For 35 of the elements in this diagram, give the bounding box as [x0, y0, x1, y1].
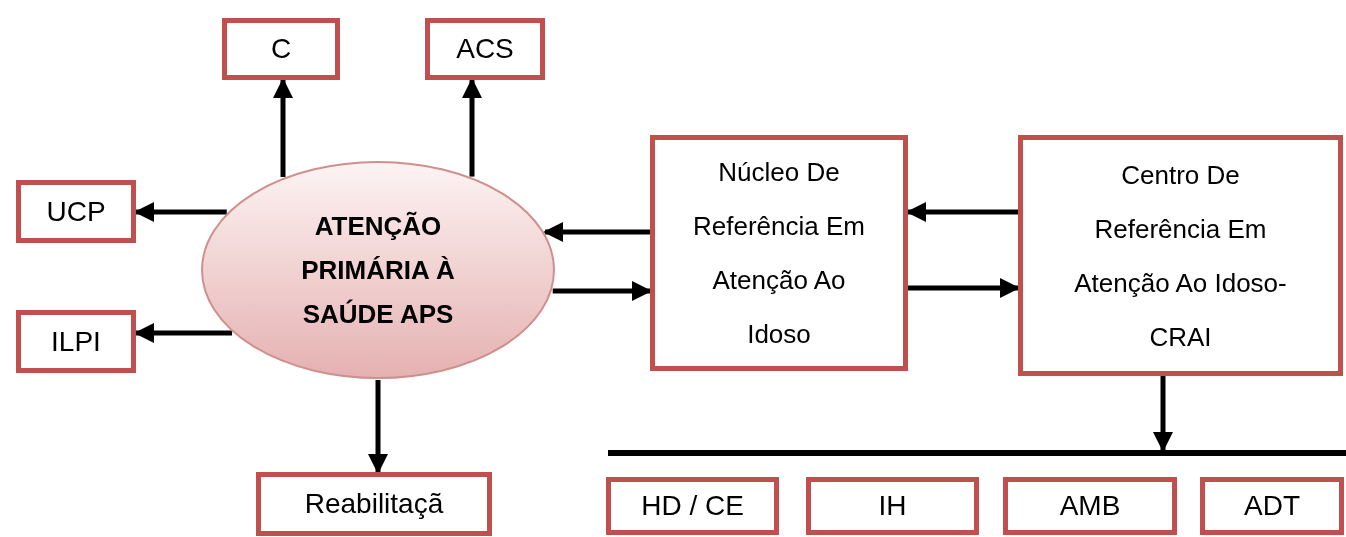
- process-box: [1018, 135, 1343, 376]
- node-label: IH: [878, 490, 907, 522]
- arrow: [906, 202, 1018, 222]
- node-label: HD / CE: [641, 490, 744, 522]
- node-label: Reabilitaçã: [304, 488, 444, 520]
- arrow: [908, 278, 1020, 298]
- node-label: ACS: [456, 33, 514, 65]
- node-label: ADT: [1244, 490, 1300, 522]
- arrow: [1153, 376, 1173, 452]
- process-box: [425, 18, 545, 80]
- node-label: Núcleo De Referência Em Atenção Ao Idoso: [692, 156, 866, 351]
- process-box: [222, 18, 340, 80]
- arrow: [552, 281, 652, 301]
- process-box: [1003, 477, 1177, 535]
- process-box: [16, 310, 136, 373]
- arrow: [134, 202, 227, 222]
- arrow: [134, 323, 233, 343]
- ellipse-node: [200, 160, 556, 380]
- node-label: UCP: [46, 195, 106, 228]
- process-box: [606, 477, 779, 535]
- node-label: C: [270, 33, 292, 65]
- node-label: AMB: [1059, 490, 1121, 522]
- process-box: [806, 477, 979, 535]
- divider-bar: [608, 450, 1346, 456]
- arrow: [273, 78, 293, 177]
- process-box: [16, 180, 136, 243]
- process-box: [650, 135, 908, 371]
- process-box: [1200, 477, 1344, 535]
- arrow: [462, 78, 482, 177]
- node-label: ATENÇÃO PRIMÁRIA À SAÚDE APS: [300, 210, 456, 331]
- arrow: [368, 380, 388, 474]
- process-box: [256, 472, 492, 536]
- node-label: ILPI: [51, 325, 101, 358]
- arrow: [543, 222, 650, 242]
- node-label: Centro De Referência Em Atenção Ao Idoso-CRAI: [1073, 158, 1288, 354]
